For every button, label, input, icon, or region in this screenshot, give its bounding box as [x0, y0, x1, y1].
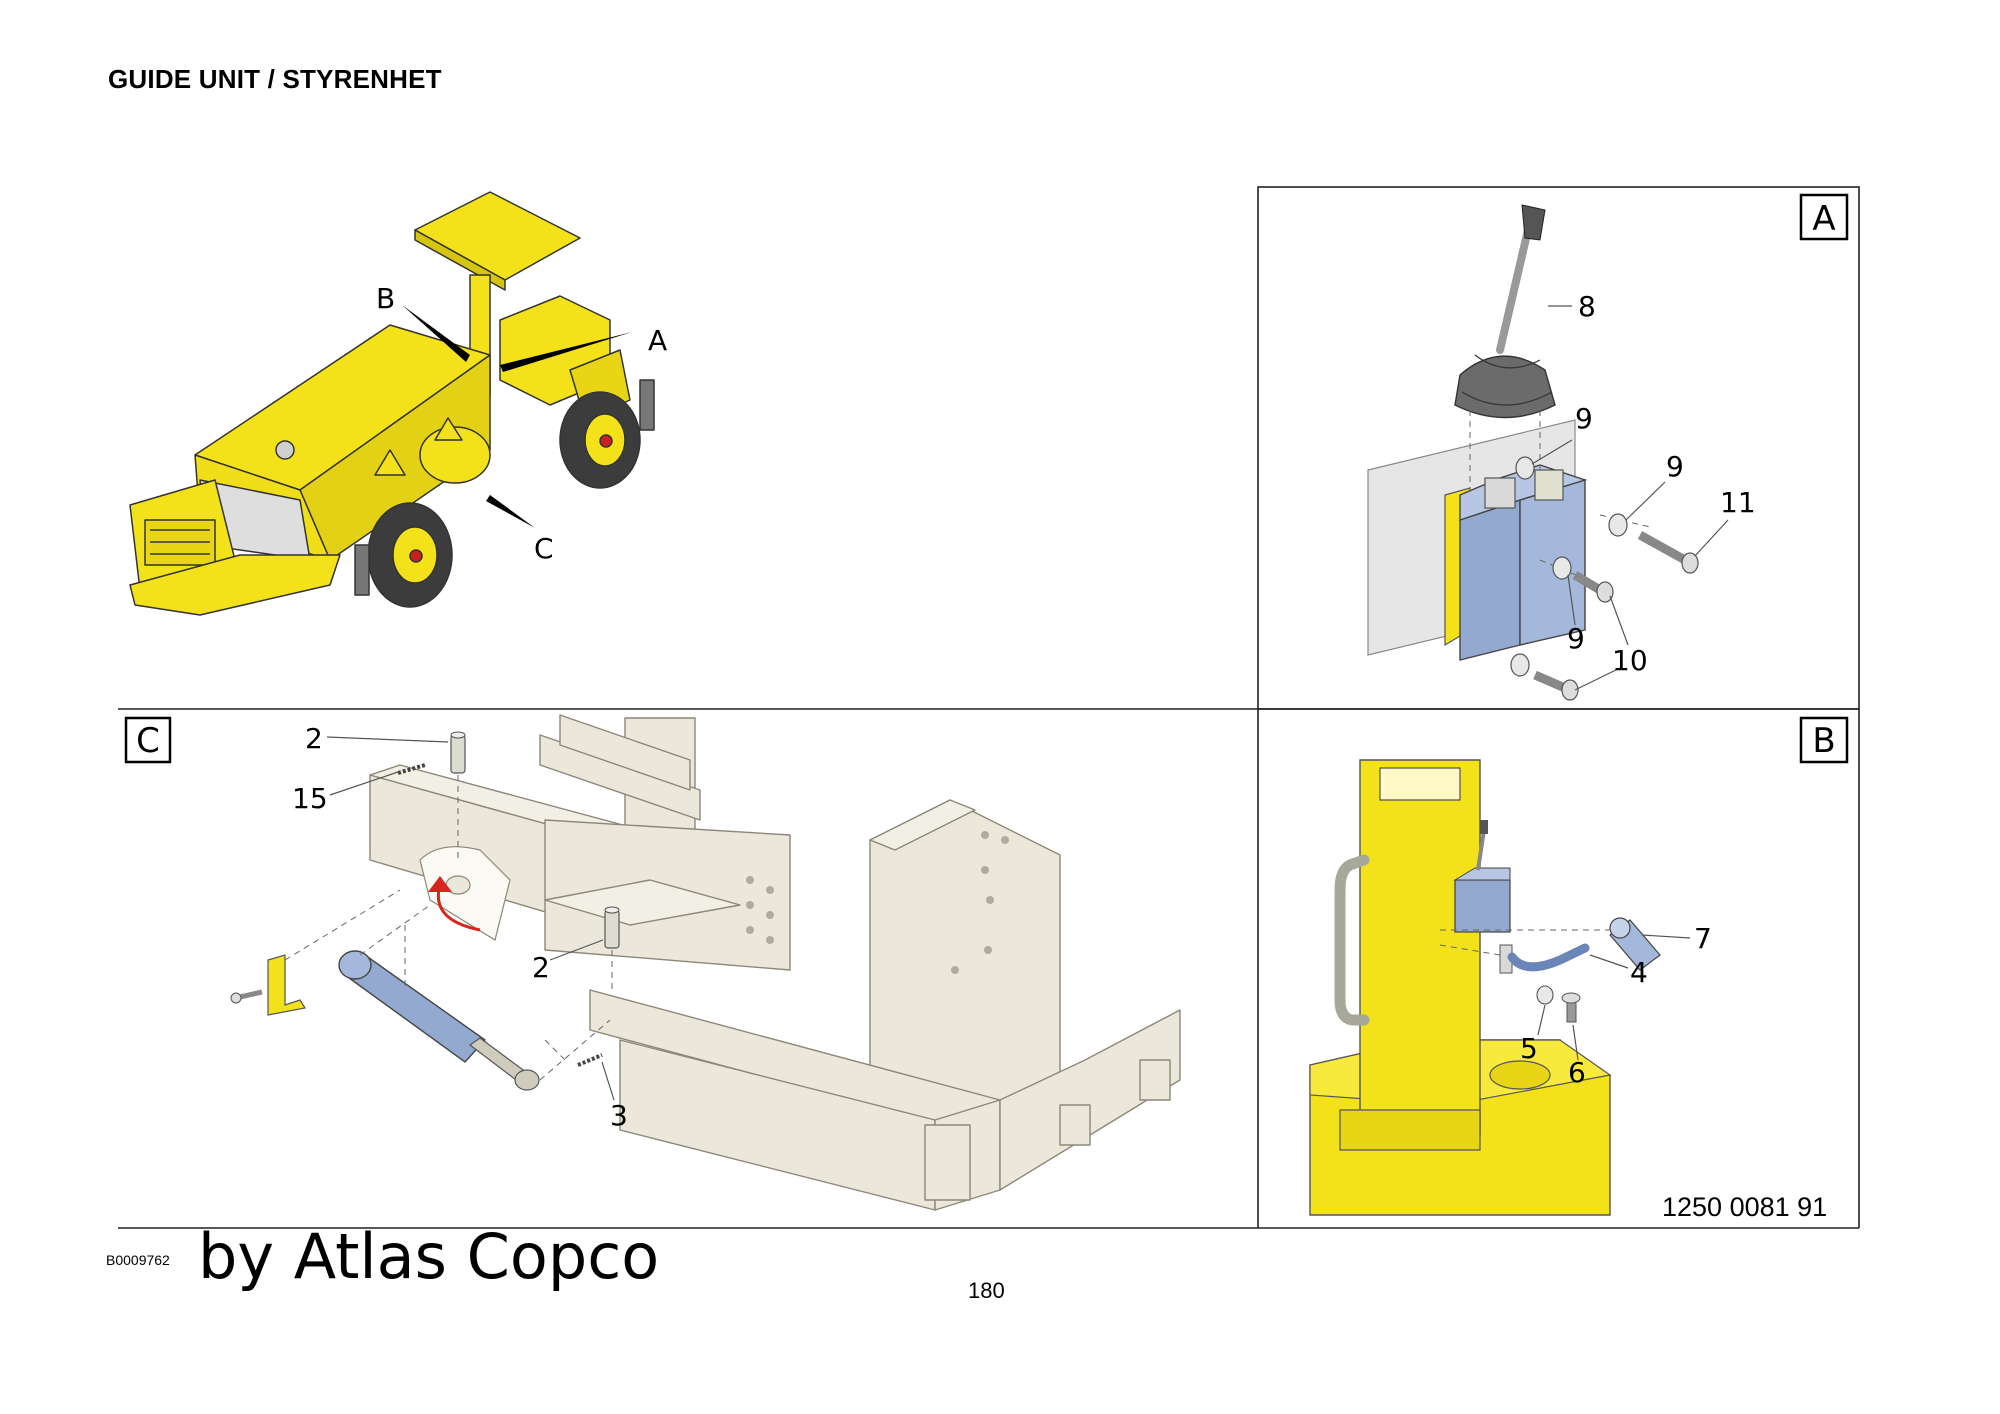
callout-7: 7	[1694, 922, 1712, 955]
callout-9-top: 9	[1575, 402, 1593, 435]
guide-rod	[1499, 943, 1590, 974]
overview-pointers	[402, 305, 632, 528]
callout-9-right: 9	[1666, 450, 1684, 483]
view-a: A	[1367, 193, 1849, 701]
view-c-frame	[124, 716, 172, 764]
pointer-c	[486, 495, 535, 528]
view-c-label: C	[136, 721, 160, 761]
callout-5: 5	[1520, 1032, 1538, 1065]
spring-pin-bottom	[577, 1053, 603, 1067]
callout-2-top: 2	[305, 722, 323, 755]
hose-reel	[419, 426, 491, 484]
callout-4: 4	[1630, 956, 1648, 989]
view-c: C	[124, 714, 1181, 1211]
part-code: 1250 0081 91	[1662, 1192, 1828, 1222]
washer	[1515, 456, 1535, 480]
bracket-bolt	[239, 989, 263, 1000]
bolt	[1572, 571, 1614, 603]
pointer-b	[402, 305, 470, 362]
pointer-label-a: A	[648, 324, 667, 357]
washer	[1552, 556, 1572, 580]
callout-2-middle: 2	[532, 951, 550, 984]
stabilizer-jack	[354, 544, 370, 596]
washer	[1510, 653, 1530, 677]
cylinder-bracket	[267, 954, 306, 1016]
machine-overview	[129, 191, 655, 616]
bolt	[1637, 531, 1699, 574]
washer	[1536, 985, 1554, 1005]
view-b-label: B	[1812, 721, 1835, 761]
valve-mini	[1454, 879, 1511, 933]
callout-11: 11	[1720, 486, 1756, 519]
callout-6: 6	[1568, 1056, 1586, 1089]
pointer-label-c: C	[534, 532, 554, 565]
pin-middle	[604, 906, 620, 949]
view-b-frame	[1799, 716, 1849, 764]
spacer-sleeve	[1609, 917, 1661, 971]
canopy-roof	[414, 191, 581, 281]
view-a-label: A	[1812, 199, 1835, 239]
callout-8: 8	[1578, 290, 1596, 323]
callout-15: 15	[292, 782, 328, 815]
control-lever	[1496, 226, 1532, 354]
washer	[1608, 513, 1628, 537]
view-b: B	[1309, 716, 1849, 1216]
lever-knob	[1521, 204, 1546, 241]
valve-body-left	[1459, 499, 1521, 661]
callout-3: 3	[610, 1099, 628, 1132]
rubber-boot	[1454, 355, 1556, 419]
bolt	[1533, 670, 1579, 701]
pointer-label-b: B	[376, 282, 395, 315]
document-id: B0009762	[106, 1252, 170, 1268]
pointer-a	[500, 332, 632, 372]
pin-top	[450, 731, 466, 774]
stabilizer-jack	[639, 379, 655, 431]
panel-borders	[118, 186, 1860, 1229]
brand-text: by Atlas Copco	[198, 1220, 660, 1293]
callout-9-bottom: 9	[1567, 622, 1585, 655]
guide-column	[1359, 759, 1481, 1136]
hydraulic-cylinder	[338, 950, 540, 1091]
callout-10: 10	[1612, 644, 1648, 677]
page-title: GUIDE UNIT / STYRENHET	[108, 64, 442, 94]
mount-opening	[419, 846, 511, 941]
valve-body-right	[1519, 479, 1586, 646]
grab-handle	[1334, 854, 1370, 1026]
page-number: 180	[968, 1278, 1005, 1303]
view-a-frame	[1799, 193, 1849, 241]
